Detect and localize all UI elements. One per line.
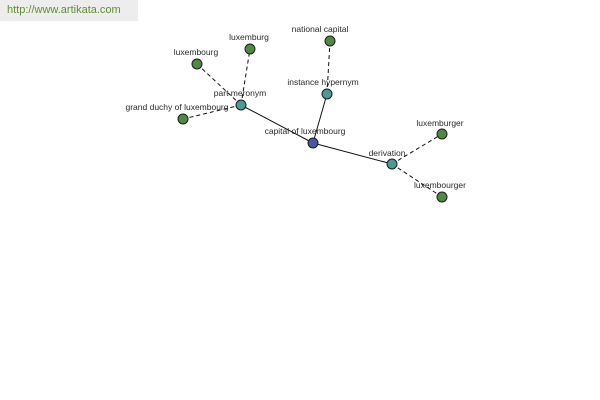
labels: capital of luxembourg part meronym instanc… — [125, 24, 466, 190]
node-derivation[interactable] — [386, 158, 398, 170]
edge-center-part_meronym — [240, 104, 314, 144]
node-part_meronym[interactable] — [235, 99, 247, 111]
edge-center-derivation — [312, 142, 393, 165]
node-grand_duchy[interactable] — [177, 113, 189, 125]
edge-center-instance_hypernym — [312, 93, 328, 144]
edge-part_meronym-luxembourg_1 — [196, 63, 242, 106]
node-instance_hypernym[interactable] — [321, 88, 333, 100]
node-national_capital[interactable] — [324, 35, 336, 47]
label-national_capital: national capital — [292, 24, 349, 34]
watermark-url: http://www.artikata.com — [0, 0, 138, 21]
label-derivation: derivation — [369, 148, 406, 158]
label-instance_hypernym: instance hypernym — [287, 77, 358, 87]
label-part_meronym: part meronym — [214, 88, 266, 98]
node-luxemburg[interactable] — [244, 43, 256, 55]
edge-derivation-luxembourger — [391, 163, 443, 198]
edge-part_meronym-luxemburg — [240, 48, 251, 106]
label-luxemburg: luxemburg — [229, 32, 269, 42]
node-capital[interactable] — [307, 137, 319, 149]
label-capital: capital of luxembourg — [265, 126, 346, 136]
nodes — [177, 35, 448, 203]
edge-instance_hypernym-national_capital — [326, 40, 331, 95]
label-luxembourg_1: luxembourg — [174, 47, 219, 57]
node-luxembourger[interactable] — [436, 191, 448, 203]
edges — [182, 40, 443, 198]
node-luxembourg_1[interactable] — [191, 58, 203, 70]
node-luxemburger[interactable] — [436, 128, 448, 140]
label-luxemburger: luxemburger — [416, 118, 463, 128]
label-grand_duchy: grand duchy of luxembourg — [125, 102, 228, 112]
edge-part_meronym-grand_duchy — [182, 104, 242, 120]
edge-derivation-luxemburger — [391, 133, 443, 165]
label-luxembourger: luxembourger — [414, 180, 466, 190]
